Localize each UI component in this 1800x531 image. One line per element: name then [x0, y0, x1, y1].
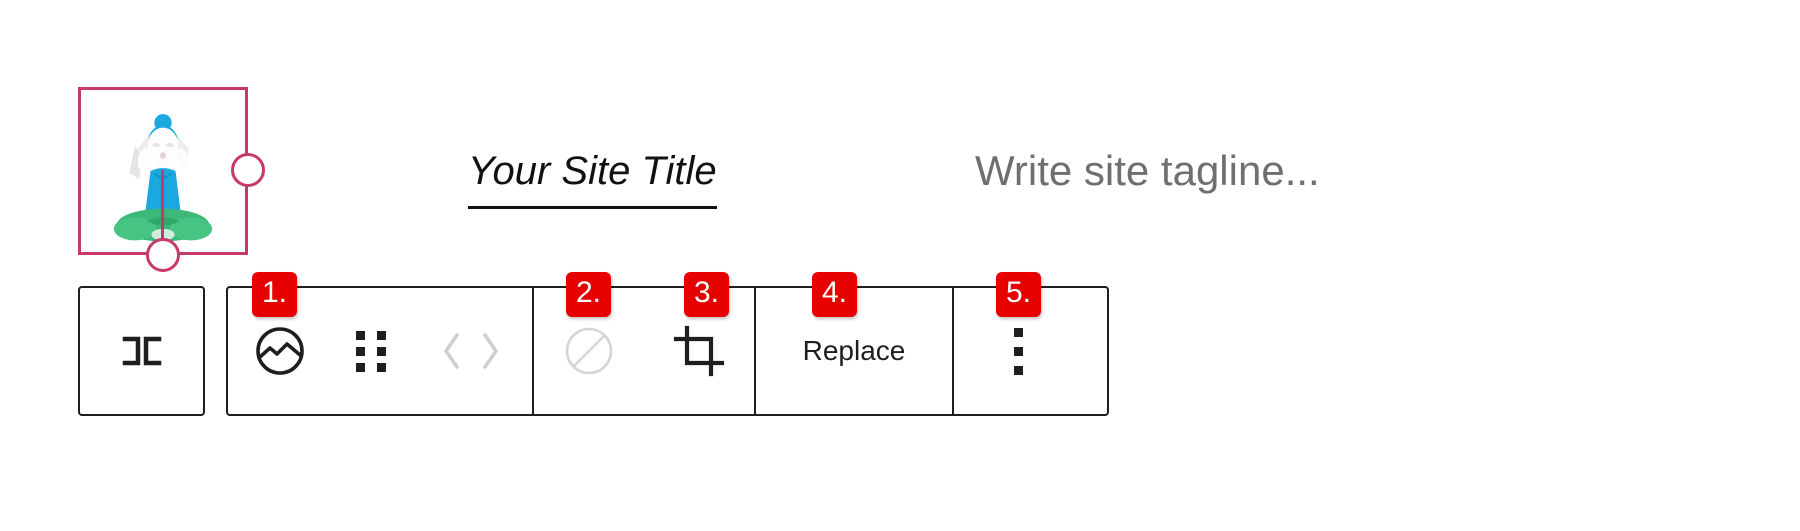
callout-badge-1: 1.	[252, 272, 298, 317]
replace-button[interactable]: Replace	[802, 335, 906, 366]
select-parent-button[interactable]	[80, 288, 203, 414]
image-block-icon	[256, 327, 304, 375]
main-toolbar-group: Replace	[226, 286, 1109, 416]
more-options-button[interactable]	[954, 288, 1082, 414]
drag-dots-icon	[356, 330, 386, 372]
crop-button[interactable]	[644, 288, 754, 414]
image-block-type-icon-button[interactable]	[228, 288, 332, 414]
crop-icon	[673, 325, 725, 377]
site-header: Your Site Title Write site tagline...	[78, 87, 1320, 272]
callout-badge-5: 5.	[996, 272, 1042, 317]
no-filter-button[interactable]	[534, 288, 644, 414]
more-vertical-icon	[1013, 327, 1023, 375]
selection-stem-bottom	[161, 170, 164, 240]
resize-handle-right[interactable]	[231, 153, 265, 187]
site-tagline-input[interactable]: Write site tagline...	[975, 147, 1320, 194]
chevron-left-icon[interactable]	[439, 329, 465, 373]
resize-handle-bottom[interactable]	[146, 238, 180, 272]
drag-handle-button[interactable]	[332, 288, 410, 414]
chevron-right-icon[interactable]	[477, 329, 503, 373]
site-title[interactable]: Your Site Title	[468, 148, 717, 209]
toolbar-divider	[754, 288, 756, 414]
callout-badge-2: 2.	[566, 272, 612, 317]
chevron-left-right-icon	[439, 329, 503, 373]
select-parent-group	[78, 286, 205, 416]
select-parent-icon	[122, 336, 161, 366]
circle-slash-icon	[565, 327, 613, 375]
move-block-buttons[interactable]	[410, 288, 532, 414]
callout-badge-4: 4.	[812, 272, 858, 317]
toolbar-divider	[952, 288, 954, 414]
toolbar-divider	[532, 288, 534, 414]
callout-badge-3: 3.	[684, 272, 730, 317]
selection-stem-right	[245, 87, 248, 155]
